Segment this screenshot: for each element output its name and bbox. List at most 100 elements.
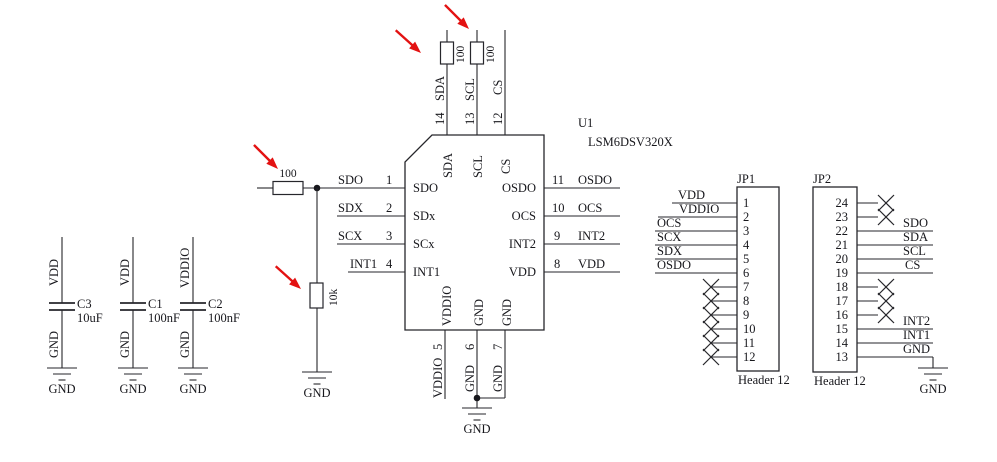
junction-dot xyxy=(473,394,481,402)
pin-name-int2: INT2 xyxy=(509,237,536,251)
pin-name-scx: SCx xyxy=(413,237,435,251)
net-label-ocs: OCS xyxy=(578,201,602,215)
pin-name-sdo: SDO xyxy=(413,181,438,195)
pin-name-ocs: OCS xyxy=(512,209,536,223)
refdes-c2: C2 xyxy=(208,297,223,311)
jp2-type: Header 12 xyxy=(814,374,866,388)
gnd-symbol xyxy=(462,407,492,421)
pullup-resistor-sda[interactable]: 100 xyxy=(439,30,468,135)
resistor-body[interactable] xyxy=(469,41,485,65)
pin-number-4: 4 xyxy=(386,257,393,271)
pin-name-sdx: SDx xyxy=(413,209,436,223)
net-label-sdx: SDX xyxy=(657,244,682,258)
annotation-arrow-sda-resistor xyxy=(394,29,421,53)
gnd-label: GND xyxy=(119,382,146,396)
net-label-scl: SCL xyxy=(903,244,926,258)
jp1-pin-number: 12 xyxy=(743,350,756,364)
annotation-arrow-scl-resistor xyxy=(444,4,469,29)
jp1-pin-number: 6 xyxy=(743,266,749,280)
jp2-pin-number: 19 xyxy=(836,266,849,280)
net-label-int2: INT2 xyxy=(903,314,930,328)
jp1-pin-number: 11 xyxy=(743,336,755,350)
net-label-gnd: GND xyxy=(178,331,192,358)
pin-number-13: 13 xyxy=(463,113,477,126)
net-label-gnd: GND xyxy=(118,331,132,358)
pin-name-int1: INT1 xyxy=(413,265,440,279)
pin-name-gnd6: GND xyxy=(472,299,486,326)
net-label-scl: SCL xyxy=(463,78,477,101)
jp2-body[interactable] xyxy=(812,186,858,373)
annotation-arrow-sdo-resistor xyxy=(253,144,278,169)
capacitor-c2[interactable]: VDDIO C2 100nF GND GND xyxy=(178,237,240,396)
net-label-sda: SDA xyxy=(903,230,928,244)
net-label-gnd: GND xyxy=(903,342,930,356)
net-label-sdo: SDO xyxy=(903,216,928,230)
net-label-osdo: OSDO xyxy=(657,258,691,272)
gnd-label: GND xyxy=(179,382,206,396)
capacitor-c1[interactable]: VDD C1 100nF GND GND xyxy=(118,237,180,396)
gnd-symbol xyxy=(178,367,208,381)
jp2-pin-number: 15 xyxy=(836,322,849,336)
gnd-symbol xyxy=(118,367,148,381)
jp2-refdes: JP2 xyxy=(813,172,831,186)
net-label-scx: SCX xyxy=(657,230,681,244)
resistor-value: 100 xyxy=(485,46,497,64)
pin-number-1: 1 xyxy=(386,173,392,187)
jp2-pin-number: 21 xyxy=(836,238,849,252)
capacitor-c3[interactable]: VDD C3 10uF GND GND xyxy=(47,237,103,396)
jp1-pin-number: 7 xyxy=(743,280,749,294)
ic-outline[interactable] xyxy=(404,134,545,331)
net-label-sdo: SDO xyxy=(338,173,363,187)
net-label-vdd: VDD xyxy=(47,259,61,286)
gnd-label: GND xyxy=(919,382,946,396)
gnd-label: GND xyxy=(463,422,490,436)
resistor-body[interactable] xyxy=(309,282,324,309)
gnd-label: GND xyxy=(48,382,75,396)
ic-part-number: LSM6DSV320X xyxy=(588,135,673,149)
pin-name-sda: SDA xyxy=(441,153,455,178)
net-label-gnd: GND xyxy=(47,331,61,358)
jp1-pin-number: 9 xyxy=(743,308,749,322)
resistor-body[interactable] xyxy=(439,41,455,65)
net-label-sda: SDA xyxy=(433,76,447,101)
jp2-pin-number: 16 xyxy=(836,308,849,322)
header-jp1[interactable]: JP1 Header 12 VDD VDDIO OCS SCX SDX OSDO… xyxy=(655,172,790,387)
pin-name-vdd: VDD xyxy=(509,265,536,279)
jp1-body[interactable] xyxy=(736,186,780,372)
header-jp2[interactable]: JP2 Header 12 SDO SDA SCL CS INT2 INT1 G… xyxy=(812,172,948,396)
net-label-vddio: VDDIO xyxy=(178,248,192,288)
value-c2: 100nF xyxy=(208,311,240,325)
jp1-type: Header 12 xyxy=(738,373,790,387)
pulldown-resistor[interactable]: 10k GND xyxy=(302,188,340,400)
net-label-int1: INT1 xyxy=(903,328,930,342)
ic-refdes: U1 xyxy=(578,116,593,130)
ic-u1[interactable]: U1 LSM6DSV320X SDA SCL CS SDO SDx SCx IN… xyxy=(404,116,673,331)
refdes-c3: C3 xyxy=(77,297,92,311)
resistor-body[interactable] xyxy=(272,180,304,196)
net-label-vdd: VDD xyxy=(678,188,705,202)
pin-number-3: 3 xyxy=(386,229,392,243)
pin-name-gnd7: GND xyxy=(500,299,514,326)
jp1-pin-number: 2 xyxy=(743,210,749,224)
net-label-osdo: OSDO xyxy=(578,173,612,187)
value-c3: 10uF xyxy=(77,311,103,325)
refdes-c1: C1 xyxy=(148,297,163,311)
net-label-vddio: VDDIO xyxy=(431,358,445,398)
value-c1: 100nF xyxy=(148,311,180,325)
resistor-value: 100 xyxy=(455,46,467,64)
pin-name-scl: SCL xyxy=(471,155,485,178)
pin-number-12: 12 xyxy=(491,113,505,126)
net-label-gnd7: GND xyxy=(491,365,505,392)
pin-number-10: 10 xyxy=(552,201,565,215)
resistor-value: 100 xyxy=(279,168,297,180)
gnd-label: GND xyxy=(303,386,330,400)
gnd-symbol xyxy=(47,367,77,381)
pin-number-6: 6 xyxy=(463,344,477,350)
jp1-pin-number: 3 xyxy=(743,224,749,238)
pullup-resistor-scl[interactable]: 100 xyxy=(469,30,498,135)
jp2-pin-number: 20 xyxy=(836,252,849,266)
pin-number-5: 5 xyxy=(431,344,445,350)
jp2-pin-number: 24 xyxy=(836,196,849,210)
jp1-pin-number: 5 xyxy=(743,252,749,266)
